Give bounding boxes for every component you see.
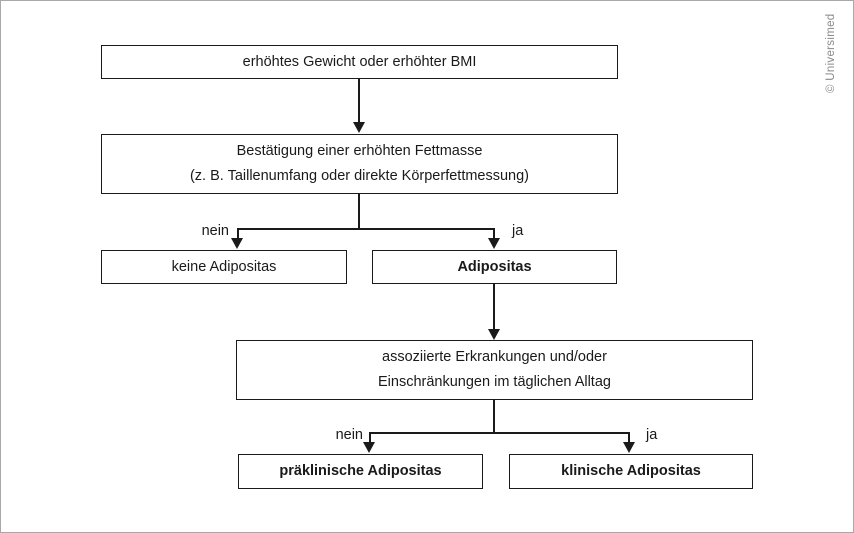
branch2-no-label: nein bbox=[335, 427, 363, 443]
node-fat-mass-confirmation-line1: Bestätigung einer erhöhten Fettmasse bbox=[236, 143, 483, 159]
connector-weight-to-fatmass-line bbox=[358, 79, 360, 123]
branch1-yes-stub-line bbox=[493, 228, 495, 240]
node-clinical-obesity-label: klinische Adipositas bbox=[561, 463, 701, 479]
branch1-yes-label: ja bbox=[512, 223, 524, 239]
arrow-down-icon bbox=[231, 238, 243, 249]
branch2-no-stub-line bbox=[369, 432, 371, 444]
node-no-obesity-label: keine Adipositas bbox=[171, 258, 277, 275]
node-elevated-weight-bmi: erhöhtes Gewicht oder erhöhter BMI bbox=[101, 45, 618, 79]
arrow-down-icon bbox=[488, 329, 500, 340]
node-obesity: Adipositas bbox=[372, 250, 617, 284]
branch2-rail-line bbox=[369, 432, 630, 434]
arrow-down-icon bbox=[363, 442, 375, 453]
branch2-stem-line bbox=[493, 400, 495, 433]
node-preclinical-obesity-label: präklinische Adipositas bbox=[279, 463, 442, 479]
node-preclinical-obesity: präklinische Adipositas bbox=[238, 454, 483, 489]
node-fat-mass-confirmation: Bestätigung einer erhöhten Fettmasse (z.… bbox=[101, 134, 618, 194]
node-associated-conditions-line1: assoziierte Erkrankungen und/oder bbox=[382, 349, 607, 365]
branch1-stem-line bbox=[358, 193, 360, 229]
branch1-rail-line bbox=[237, 228, 495, 230]
node-no-obesity: keine Adipositas bbox=[101, 250, 347, 284]
node-elevated-weight-bmi-label: erhöhtes Gewicht oder erhöhter BMI bbox=[242, 53, 477, 70]
branch2-yes-stub-line bbox=[628, 432, 630, 444]
branch1-no-label: nein bbox=[201, 223, 229, 239]
connector-obesity-to-associated-line bbox=[493, 284, 495, 332]
branch1-no-stub-line bbox=[237, 228, 239, 240]
node-obesity-label: Adipositas bbox=[457, 258, 532, 275]
node-associated-conditions: assoziierte Erkrankungen und/oder Einsch… bbox=[236, 340, 753, 400]
arrow-down-icon bbox=[353, 122, 365, 133]
node-associated-conditions-line2: Einschränkungen im täglichen Alltag bbox=[378, 374, 611, 390]
branch2-yes-label: ja bbox=[646, 427, 658, 443]
copyright-credit: © Universimed bbox=[825, 13, 837, 93]
arrow-down-icon bbox=[623, 442, 635, 453]
node-fat-mass-confirmation-line2: (z. B. Taillenumfang oder direkte Körper… bbox=[189, 168, 530, 184]
arrow-down-icon bbox=[488, 238, 500, 249]
node-clinical-obesity: klinische Adipositas bbox=[509, 454, 753, 489]
